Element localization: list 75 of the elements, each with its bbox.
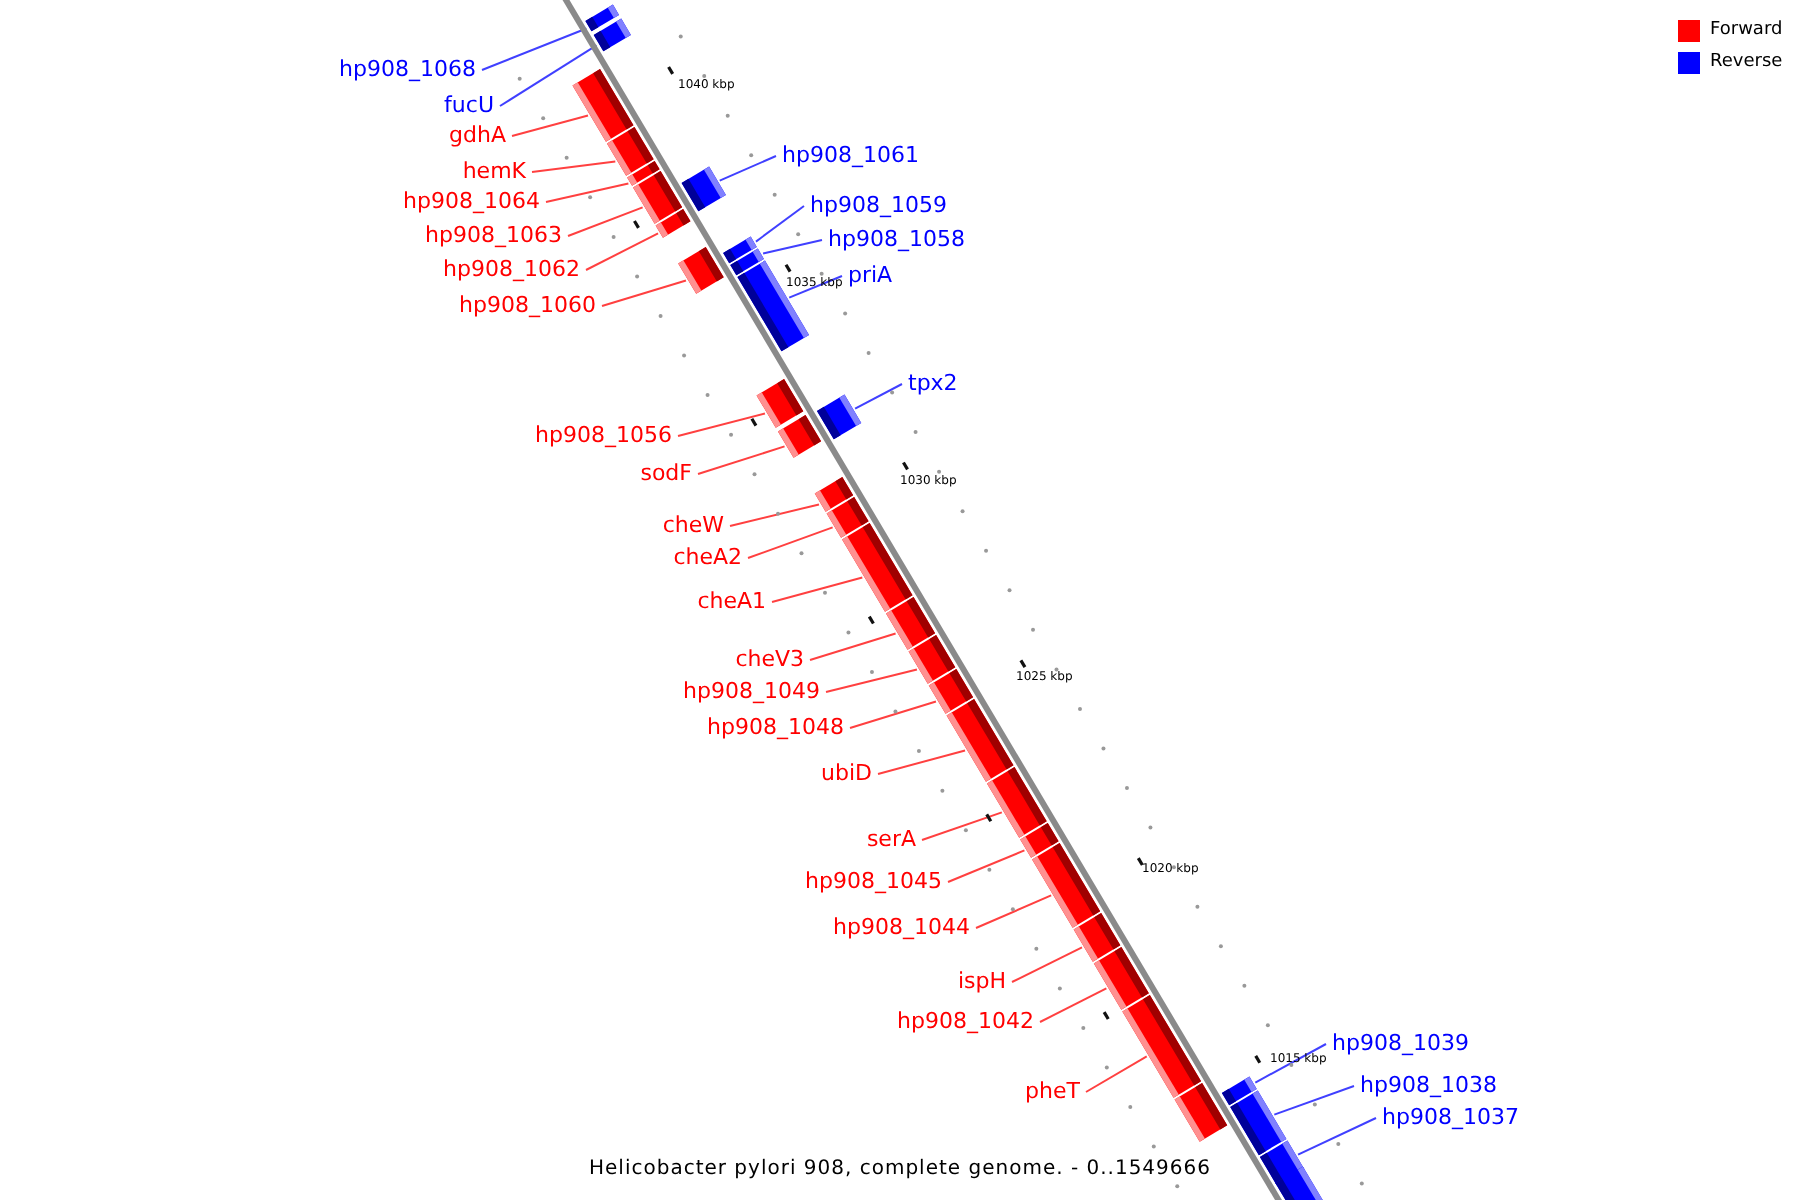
- leader-line: [545, 182, 630, 203]
- gene-label: hp908_1045: [805, 868, 942, 894]
- leader-line: [809, 632, 897, 661]
- gene-block: [756, 379, 804, 428]
- legend-label: Reverse: [1710, 52, 1783, 74]
- leader-line: [1273, 1085, 1355, 1116]
- leader-line: [511, 114, 589, 137]
- leader-line: [849, 700, 937, 729]
- leader-line: [754, 205, 805, 243]
- gene-label: hp908_1058: [828, 226, 965, 252]
- leader-line: [1297, 1117, 1377, 1156]
- leader-line: [975, 894, 1053, 929]
- gene-label: hp908_1061: [782, 142, 919, 168]
- gene-block: [816, 394, 862, 440]
- gene-block: [593, 18, 631, 52]
- gene-label: priA: [848, 262, 893, 288]
- gene-label: hp908_1044: [833, 914, 970, 940]
- gene-label: hemK: [462, 158, 526, 184]
- gene-label: hp908_1062: [443, 256, 580, 282]
- leader-line: [1254, 1043, 1327, 1084]
- gene-block: [777, 415, 822, 458]
- gene-label: fucU: [444, 92, 494, 118]
- gene-label: serA: [866, 826, 916, 852]
- gene-block: [886, 597, 936, 650]
- gene-label: hp908_1060: [459, 292, 596, 318]
- leader-line: [947, 849, 1026, 883]
- leader-line: [601, 279, 687, 307]
- leader-line: [718, 155, 777, 182]
- gene-label: gdhA: [449, 122, 506, 148]
- leader-line: [825, 668, 918, 693]
- leader-line: [567, 206, 644, 237]
- gene-label: hp908_1038: [1360, 1072, 1497, 1098]
- gene-label: cheA1: [697, 588, 766, 614]
- leader-line: [729, 503, 820, 527]
- gene-label: hp908_1037: [1382, 1104, 1519, 1130]
- gene-label: hp908_1048: [707, 714, 844, 740]
- leader-line: [1011, 946, 1083, 983]
- gene-label: cheV3: [735, 646, 804, 672]
- gene-label: hp908_1039: [1332, 1030, 1469, 1056]
- leader-line: [747, 526, 834, 559]
- leader-line: [854, 383, 903, 410]
- leader-line: [677, 412, 766, 437]
- gene-label: cheW: [662, 512, 724, 538]
- gene-block: [1093, 947, 1149, 1010]
- leader-line: [531, 160, 617, 173]
- gene-block: [681, 166, 726, 212]
- leader-line: [877, 749, 967, 775]
- leader-line: [762, 239, 823, 255]
- gene-label: hp908_1068: [339, 56, 476, 82]
- gene-block: [1230, 1090, 1287, 1156]
- leader-line: [788, 275, 843, 299]
- leader-line: [921, 811, 1003, 841]
- gene-label: hp908_1049: [683, 678, 820, 704]
- leader-line: [697, 445, 786, 475]
- gene-label: ubiD: [821, 760, 872, 786]
- leader-line: [499, 44, 598, 107]
- gene-label: ispH: [957, 968, 1006, 994]
- leader-line: [585, 232, 660, 271]
- legend-label: Forward: [1710, 20, 1783, 42]
- leader-line: [771, 576, 864, 603]
- gene-label: hp908_1063: [425, 222, 562, 248]
- gene-label: hp908_1064: [403, 188, 540, 214]
- gene-label: tpx2: [908, 370, 958, 396]
- gene-block: [655, 209, 691, 238]
- gene-label: hp908_1059: [810, 192, 947, 218]
- caption: Helicobacter pylori 908, complete genome. - 0..1549666: [589, 1158, 1211, 1182]
- gene-label: pheT: [1025, 1078, 1080, 1104]
- gene-label: hp908_1042: [897, 1008, 1034, 1034]
- gene-block: [986, 767, 1047, 838]
- gene-label: hp908_1056: [535, 422, 672, 448]
- gene-label: sodF: [640, 460, 692, 486]
- gene-block: [678, 247, 724, 294]
- leader-line: [1085, 1055, 1148, 1093]
- gene-label: cheA2: [673, 544, 742, 570]
- leader-line: [1039, 987, 1108, 1023]
